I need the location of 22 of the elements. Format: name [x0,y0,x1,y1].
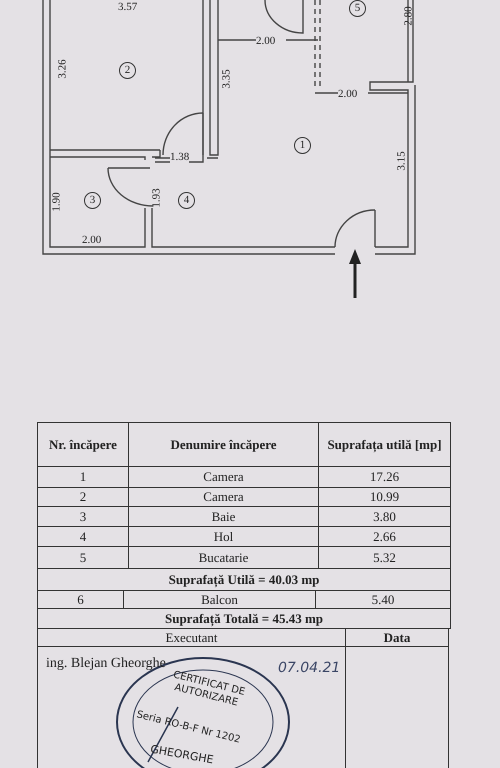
dimension-label: 3.35 [220,69,233,89]
dimension-label: 2.00 [338,88,358,100]
handwritten-date: 07.04.21 [278,660,340,676]
table-cell: Suprafață Utilă = 40.03 mp [37,568,451,591]
dimension-label: 1.90 [50,192,63,212]
callout-number: 3 [84,192,101,209]
dimension-label: 1.93 [150,188,163,208]
engineer-name: ing. Blejan Gheorghe [46,656,166,672]
table-cell: Suprafață Totală = 45.43 mp [37,608,451,629]
dimension-label: 3.15 [396,151,408,171]
callout-number: 1 [294,137,311,154]
callout-number: 5 [349,0,366,17]
callout-number: 2 [119,62,136,79]
dimension-label: 2.00 [82,234,102,246]
dimension-label: 3.57 [118,1,138,13]
table-cell: Suprafața utilă [mp] [318,422,451,467]
dimension-label: 2.00 [256,35,276,47]
table-cell: Nr. încăpere [37,422,129,467]
dimension-label: 1.38 [170,151,190,163]
dimension-label: 2.80 [402,6,415,26]
dimension-label: 3.26 [56,59,69,79]
callout-number: 4 [178,192,195,209]
